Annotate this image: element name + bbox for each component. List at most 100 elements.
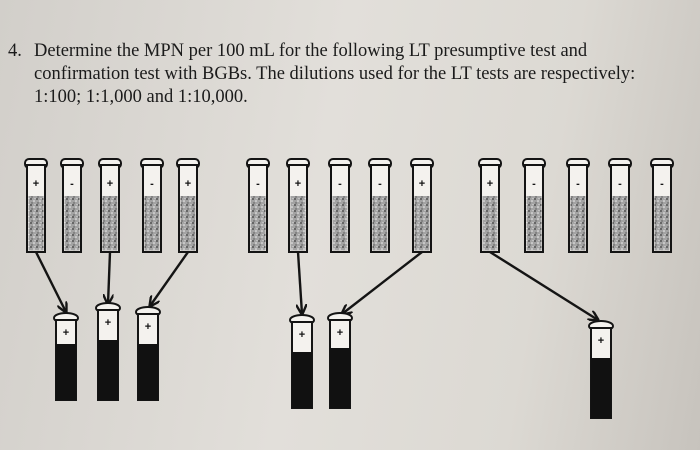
bgb-result-label: +	[145, 321, 151, 333]
tube-liquid	[570, 196, 586, 251]
lt-result-label: -	[338, 178, 342, 190]
lt-result-label: -	[256, 178, 260, 190]
lt-result-label: +	[419, 178, 425, 190]
bgb-tube-row: ++++++	[53, 302, 614, 419]
bgb-group-3: +	[588, 320, 614, 419]
lt-tube: +	[176, 158, 200, 253]
bgb-tube: +	[53, 312, 79, 401]
lt-group-2: - + - - +	[246, 158, 434, 253]
bgb-result-label: +	[598, 335, 604, 347]
label-box	[418, 174, 426, 190]
bgb-group-1: + + +	[53, 302, 161, 401]
transfer-arrow	[150, 251, 189, 306]
lt-tube: -	[566, 158, 590, 253]
tube-liquid	[180, 196, 196, 251]
lt-tube: -	[650, 158, 674, 253]
transfer-arrow	[489, 250, 598, 320]
transfer-arrow	[298, 251, 302, 314]
label-box	[68, 174, 76, 190]
transfer-arrows	[34, 250, 598, 320]
label-box	[336, 174, 344, 190]
bgb-result-label: +	[105, 317, 111, 329]
lt-tube: -	[140, 158, 164, 253]
label-box	[574, 174, 582, 190]
label-box	[658, 174, 666, 190]
lt-result-label: +	[107, 178, 113, 190]
tube-liquid	[250, 196, 266, 251]
tube-broth	[56, 344, 76, 400]
label-box	[184, 174, 192, 190]
question-line-1: Determine the MPN per 100 mL for the fol…	[34, 41, 588, 61]
lt-result-label: -	[618, 178, 622, 190]
label-box	[530, 174, 538, 190]
tube-liquid	[102, 196, 118, 251]
lt-tube: +	[286, 158, 310, 253]
tube-liquid	[144, 196, 160, 251]
label-box	[106, 174, 114, 190]
label-box	[616, 174, 624, 190]
lt-tube: +	[24, 158, 48, 253]
lt-tube-row: + - + - + - + - - + + - - - -	[24, 158, 674, 253]
tube-liquid	[64, 196, 80, 251]
lt-tube: -	[522, 158, 546, 253]
tube-liquid	[654, 196, 670, 251]
lt-tube: -	[328, 158, 352, 253]
bgb-result-label: +	[63, 327, 69, 339]
bgb-group-2: ++	[289, 312, 353, 409]
label-box	[32, 174, 40, 190]
tube-liquid	[612, 196, 628, 251]
bgb-tube: +	[588, 320, 614, 419]
lt-tube: -	[60, 158, 84, 253]
lt-result-label: -	[660, 178, 664, 190]
label-box	[148, 174, 156, 190]
lt-tube: -	[608, 158, 632, 253]
question-line-3: 1:100; 1:1,000 and 1:10,000.	[34, 87, 248, 107]
lt-tube: -	[246, 158, 270, 253]
lt-result-label: -	[70, 178, 74, 190]
transfer-arrow	[34, 251, 66, 312]
tube-liquid	[28, 196, 44, 251]
bgb-result-label: +	[299, 329, 305, 341]
label-box	[254, 174, 262, 190]
lt-group-3: + - - - -	[478, 158, 674, 253]
lt-result-label: -	[576, 178, 580, 190]
lt-result-label: +	[295, 178, 301, 190]
lt-result-label: -	[150, 178, 154, 190]
tube-liquid	[332, 196, 348, 251]
lt-group-1: + - + - +	[24, 158, 200, 253]
label-box	[294, 174, 302, 190]
question-text: 4. Determine the MPN per 100 mL for the …	[8, 40, 698, 109]
tube-liquid	[482, 196, 498, 251]
question-line-2: confirmation test with BGBs. The dilutio…	[34, 64, 636, 84]
lt-tube: +	[410, 158, 434, 253]
tube-liquid	[414, 196, 430, 251]
bgb-tube: +	[289, 314, 315, 409]
bgb-tube: +	[327, 312, 353, 409]
bgb-tube: +	[135, 306, 161, 401]
lt-result-label: +	[487, 178, 493, 190]
label-box	[376, 174, 384, 190]
lt-result-label: +	[185, 178, 191, 190]
lt-result-label: -	[378, 178, 382, 190]
transfer-arrow	[108, 251, 110, 304]
bgb-result-label: +	[337, 327, 343, 339]
tube-broth	[138, 344, 158, 400]
tube-broth	[292, 352, 312, 408]
bgb-tube: +	[95, 302, 121, 401]
transfer-arrow	[342, 251, 423, 314]
tube-liquid	[526, 196, 542, 251]
question-number: 4.	[8, 41, 22, 61]
tube-broth	[98, 340, 118, 400]
lt-result-label: -	[532, 178, 536, 190]
lt-tube: +	[98, 158, 122, 253]
tube-liquid	[290, 196, 306, 251]
lt-tube: -	[368, 158, 392, 253]
tube-broth	[330, 348, 350, 408]
tube-liquid	[372, 196, 388, 251]
lt-result-label: +	[33, 178, 39, 190]
label-box	[486, 174, 494, 190]
lt-tube: +	[478, 158, 502, 253]
tube-broth	[591, 358, 611, 418]
